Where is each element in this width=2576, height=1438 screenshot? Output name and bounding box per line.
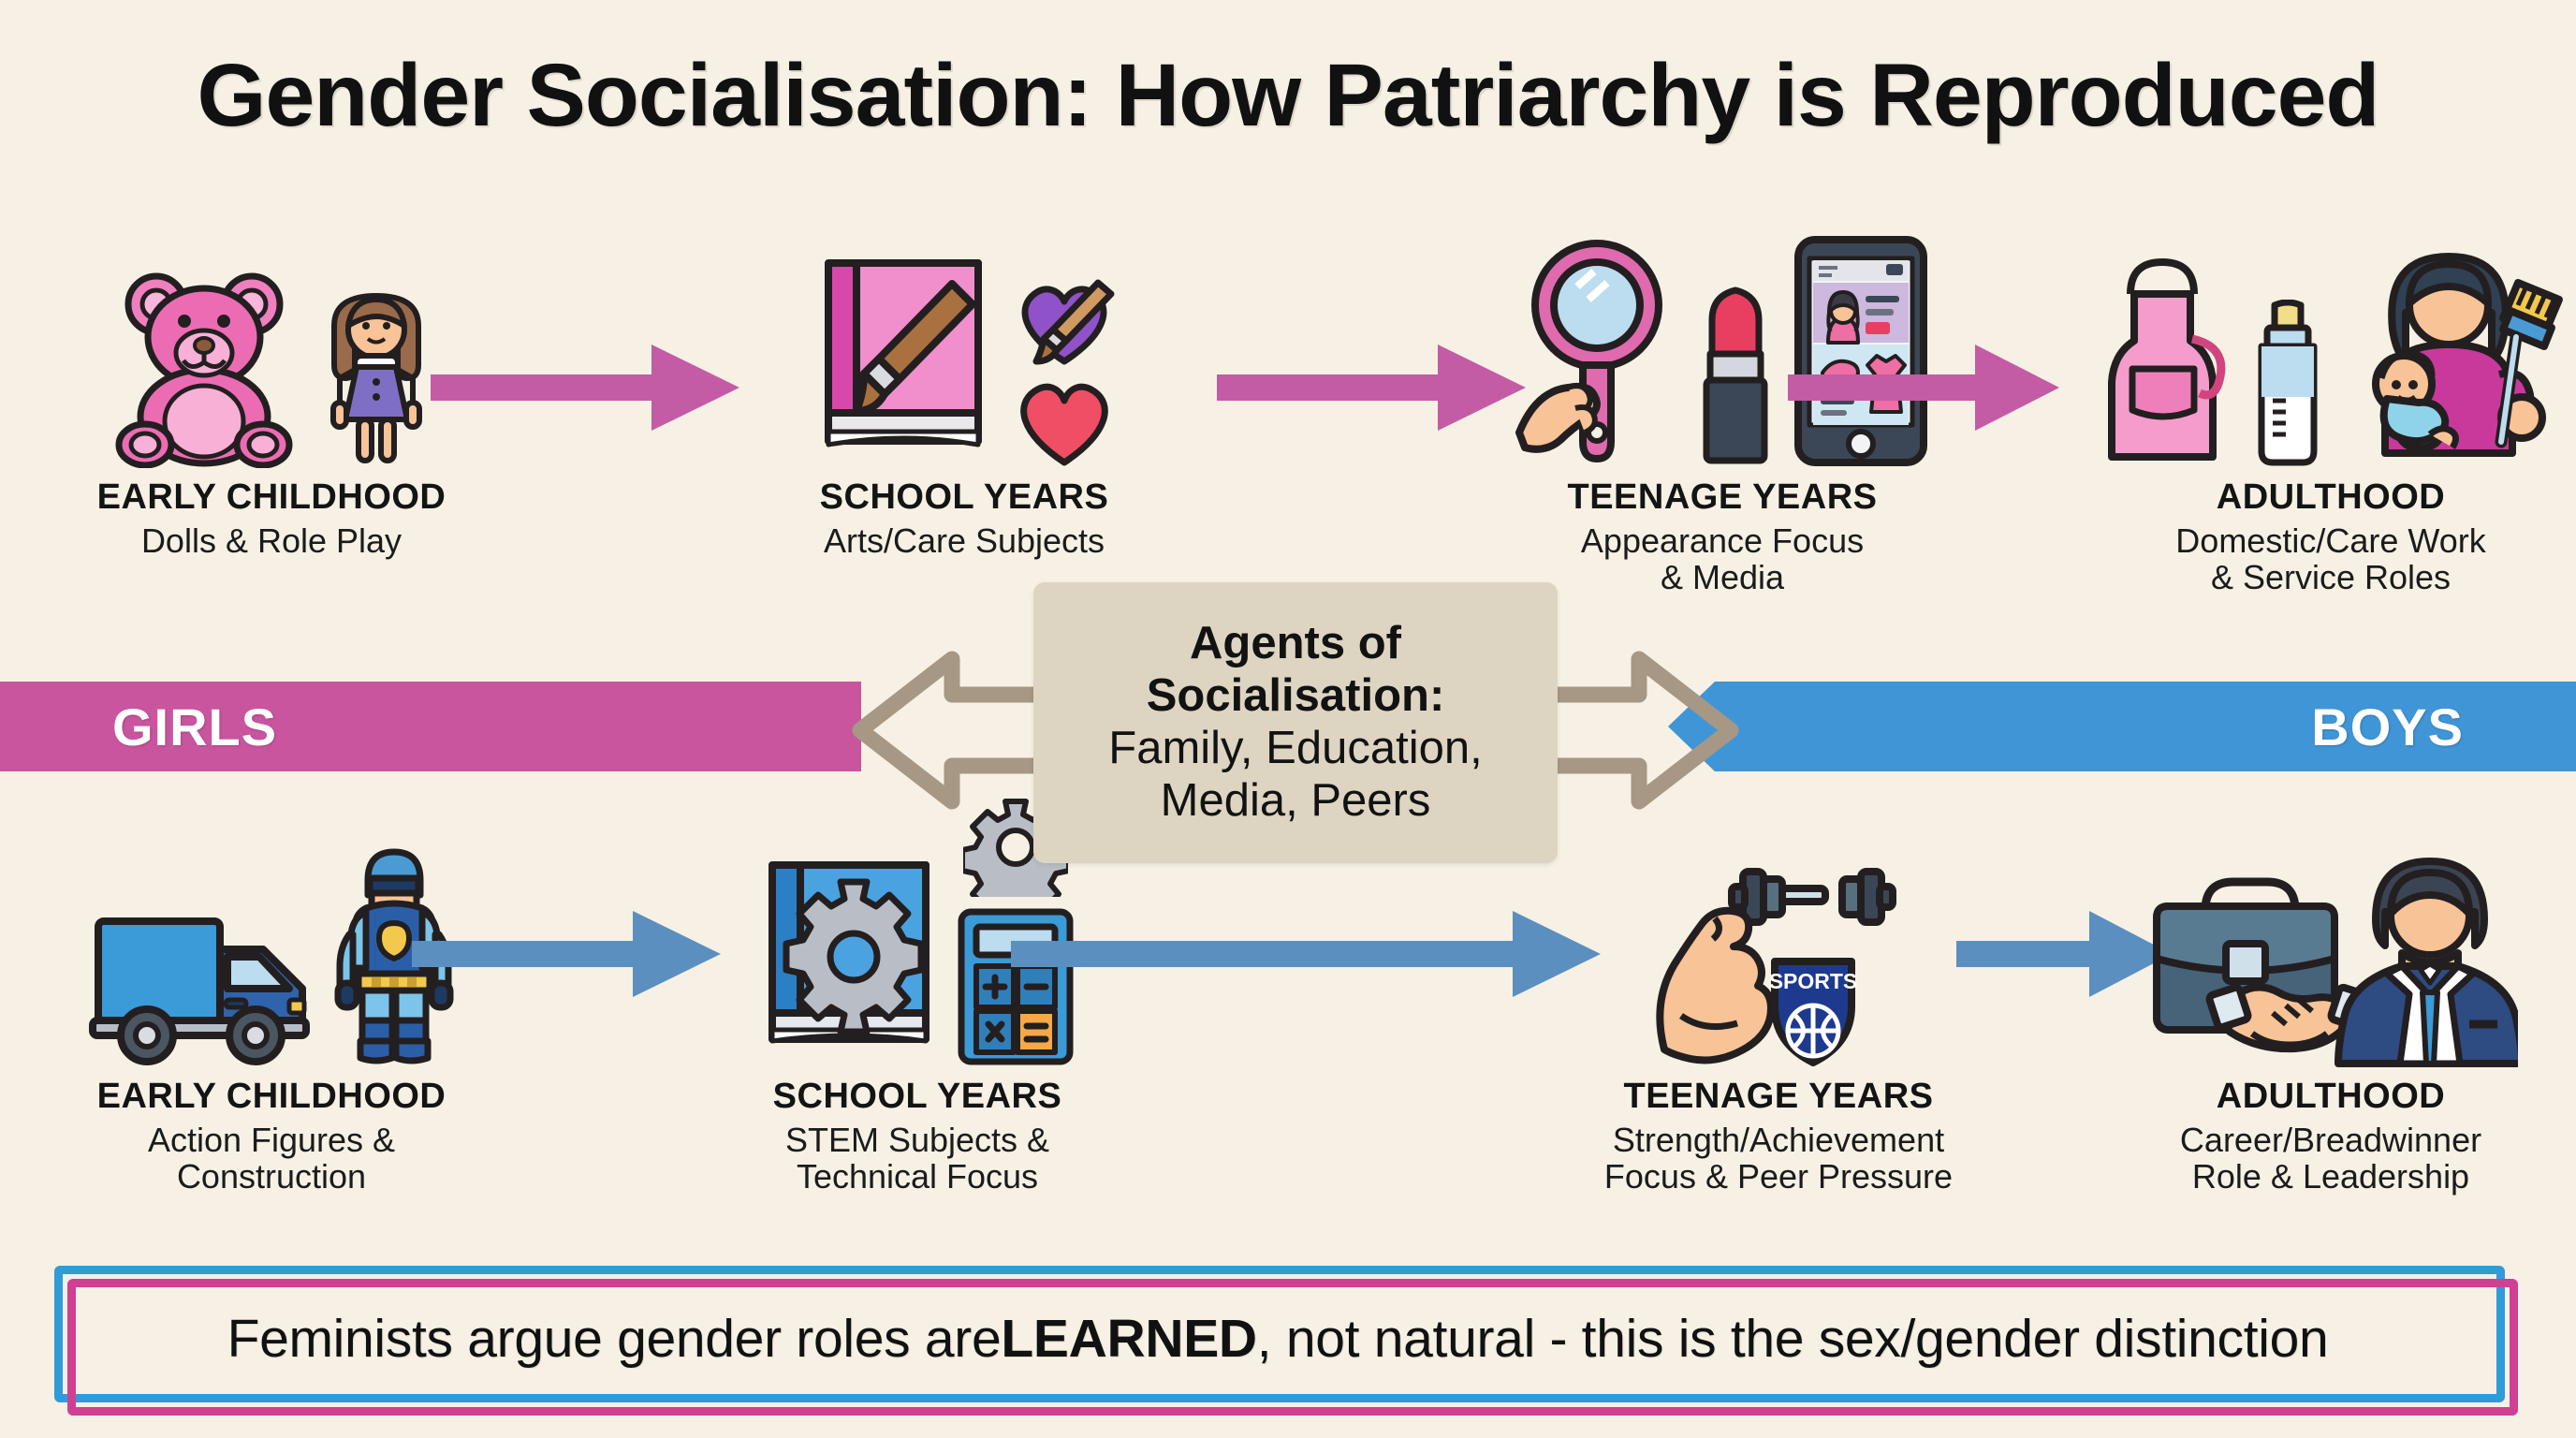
girls-stage-school-years: SCHOOL YEARS Arts/Care Subjects: [721, 234, 1208, 560]
agents-of-socialisation-box: Agents of Socialisation: Family, Educati…: [1033, 582, 1558, 863]
toy-truck-icon: [89, 917, 310, 1065]
stem-book-gear-icon: [768, 861, 929, 1044]
boys-arrow-1: [412, 911, 721, 997]
apron-icon: [2108, 258, 2226, 461]
bottom-banner: Feminists argue gender roles are LEARNED…: [54, 1266, 2525, 1416]
boys-arrow-3: [1956, 911, 2172, 997]
girls-stage-2-icons: [721, 234, 1208, 468]
girls-stage-4-icons: [2087, 234, 2574, 468]
stage-desc-line2: Focus & Peer Pressure: [1603, 1156, 1954, 1196]
businessman-icon: [2334, 858, 2518, 1067]
flexed-bicep-dumbbell-sports-icon: SPORTS: [1656, 868, 1896, 1066]
stage-label: TEENAGE YEARS: [1567, 477, 1878, 517]
stage-label: SCHOOL YEARS: [819, 477, 1109, 517]
agents-line-4: Media, Peers: [1160, 774, 1431, 826]
stage-desc-line2: Role & Leadership: [2191, 1156, 2470, 1196]
girls-stage-adulthood: ADULTHOOD Domestic/Care Work & Service R…: [2087, 234, 2574, 596]
stage-desc-line1: Action Figures &: [147, 1121, 396, 1159]
hand-mirror-icon: [1515, 240, 1662, 462]
sports-badge-text: SPORTS: [1769, 969, 1858, 993]
stage-desc-line1: STEM Subjects &: [784, 1121, 1050, 1159]
banner-text: Feminists argue gender roles are LEARNED…: [54, 1279, 2501, 1399]
boys-stage-3-icons: SPORTS: [1516, 833, 2041, 1067]
briefcase-handshake-businessman-icon: [2153, 858, 2518, 1067]
boys-stage-4-icons: [2087, 833, 2574, 1067]
stage-desc: Career/Breadwinner Role & Leadership: [2087, 1121, 2574, 1196]
baby-bottle-icon: [2258, 300, 2318, 466]
art-book-paintbrush-icon: [825, 259, 982, 448]
agents-line-2: Socialisation:: [1146, 670, 1445, 722]
stage-desc: Dolls & Role Play: [140, 521, 402, 560]
girls-band-label: GIRLS: [112, 697, 278, 756]
mother-with-baby-and-broom-icon: [2372, 253, 2563, 457]
boys-stage-teenage-years: SPORTS TEENAGE YEARS Strength/Achievemen…: [1516, 833, 2041, 1196]
dumbbell-icon: [1728, 868, 1896, 926]
boys-stage-1-icons: [28, 833, 515, 1067]
doll-icon: [330, 293, 422, 463]
girls-stage-1-icons: [28, 234, 515, 468]
lipstick-icon: [1703, 286, 1768, 464]
stage-label: TEENAGE YEARS: [1623, 1077, 1934, 1116]
girls-band: GIRLS: [0, 682, 863, 771]
stage-desc: Action Figures & Construction: [28, 1121, 515, 1196]
teddy-bear-icon: [115, 272, 293, 468]
stage-desc-line1: Appearance Focus: [1580, 521, 1865, 560]
stage-desc-line1: Domestic/Care Work: [2175, 521, 2486, 560]
action-figure-icon: [334, 848, 454, 1064]
agents-line-1: Agents of: [1190, 618, 1401, 669]
girls-arrow-1: [431, 345, 739, 431]
banner-text-before: Feminists argue gender roles are: [227, 1309, 1002, 1369]
boys-stage-school-years: SCHOOL YEARS STEM Subjects & Technical F…: [674, 799, 1161, 1196]
boys-arrow-2: [1011, 911, 1601, 997]
stage-label: EARLY CHILDHOOD: [96, 1077, 446, 1116]
stage-label: ADULTHOOD: [2216, 1077, 2446, 1116]
page-title: Gender Socialisation: How Patriarchy is …: [197, 46, 2380, 145]
agents-arrow-right-icon: [1529, 651, 1739, 810]
stage-desc: Domestic/Care Work & Service Roles: [2087, 521, 2574, 596]
stage-desc-line1: Strength/Achievement: [1612, 1121, 1945, 1159]
girls-stage-early-childhood: EARLY CHILDHOOD Dolls & Role Play: [28, 234, 515, 560]
banner-emphasis: LEARNED: [1001, 1309, 1257, 1369]
banner-blue-outline: [54, 1266, 2505, 1402]
purple-heart-paintbrush-icon: [1021, 279, 1115, 365]
boys-band: BOYS: [1668, 682, 2576, 771]
stage-desc: STEM Subjects & Technical Focus: [674, 1121, 1161, 1196]
stage-label: SCHOOL YEARS: [772, 1077, 1062, 1116]
girls-arrow-3: [1788, 345, 2059, 431]
girls-arrow-2: [1217, 345, 1526, 431]
stage-desc-line2: Construction: [176, 1156, 367, 1196]
stage-label: EARLY CHILDHOOD: [96, 477, 446, 517]
stage-desc: Arts/Care Subjects: [823, 521, 1105, 560]
agents-arrow-left-icon: [852, 651, 1062, 810]
boys-stage-2-icons: [674, 799, 1161, 1067]
boys-stage-early-childhood: EARLY CHILDHOOD Action Figures & Constru…: [28, 833, 515, 1196]
stage-desc-line2: & Media: [1660, 557, 1785, 596]
red-heart-icon: [1020, 383, 1108, 466]
flexed-bicep-icon: [1656, 906, 1775, 1064]
stage-desc: Appearance Focus & Media: [1470, 521, 1975, 596]
boys-stage-adulthood: ADULTHOOD Career/Breadwinner Role & Lead…: [2087, 833, 2574, 1196]
stage-label: ADULTHOOD: [2216, 477, 2446, 517]
boys-band-label: BOYS: [2311, 697, 2464, 756]
banner-text-after: , not natural - this is the sex/gender d…: [1256, 1309, 2329, 1369]
stage-desc-line2: & Service Roles: [2210, 557, 2452, 596]
stage-desc-line1: Career/Breadwinner: [2179, 1121, 2482, 1159]
banner-pink-outline: [67, 1279, 2518, 1416]
stage-desc-line2: Technical Focus: [796, 1156, 1039, 1196]
girls-band-chevron-icon: [816, 682, 863, 771]
sports-shield-icon: [1771, 958, 1855, 1066]
agents-line-3: Family, Education,: [1108, 723, 1483, 773]
stage-desc: Strength/Achievement Focus & Peer Pressu…: [1516, 1121, 2041, 1196]
